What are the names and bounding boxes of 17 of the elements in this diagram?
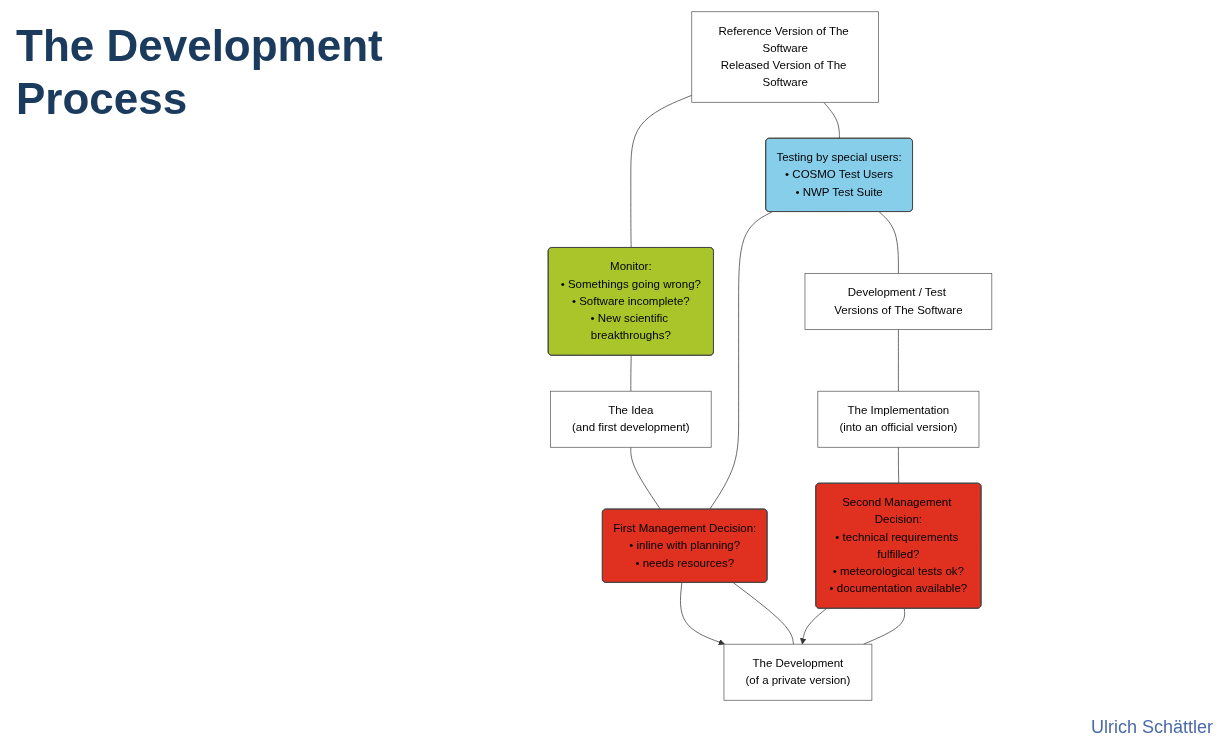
connector: [823, 101, 840, 139]
node-box: Reference Version of The Software Released Version of The Software: [691, 11, 879, 103]
connector: [898, 446, 900, 484]
node-box: The Implementation (into an official version): [817, 390, 980, 448]
node-box: Development / Test Versions of The Software: [804, 273, 993, 330]
connector: [898, 329, 899, 392]
node-box: The Idea (and first development): [550, 390, 712, 448]
connector: [630, 446, 661, 510]
connector: [630, 94, 693, 249]
connector: [878, 211, 899, 274]
author-credit: Ulrich Schättler: [1090, 717, 1213, 738]
title: The Development Process: [16, 20, 384, 125]
connector: [630, 355, 632, 392]
connector: [709, 211, 773, 510]
connector: [863, 608, 905, 645]
connector: [733, 582, 794, 645]
node-box: The Development (of a private version): [723, 643, 873, 701]
